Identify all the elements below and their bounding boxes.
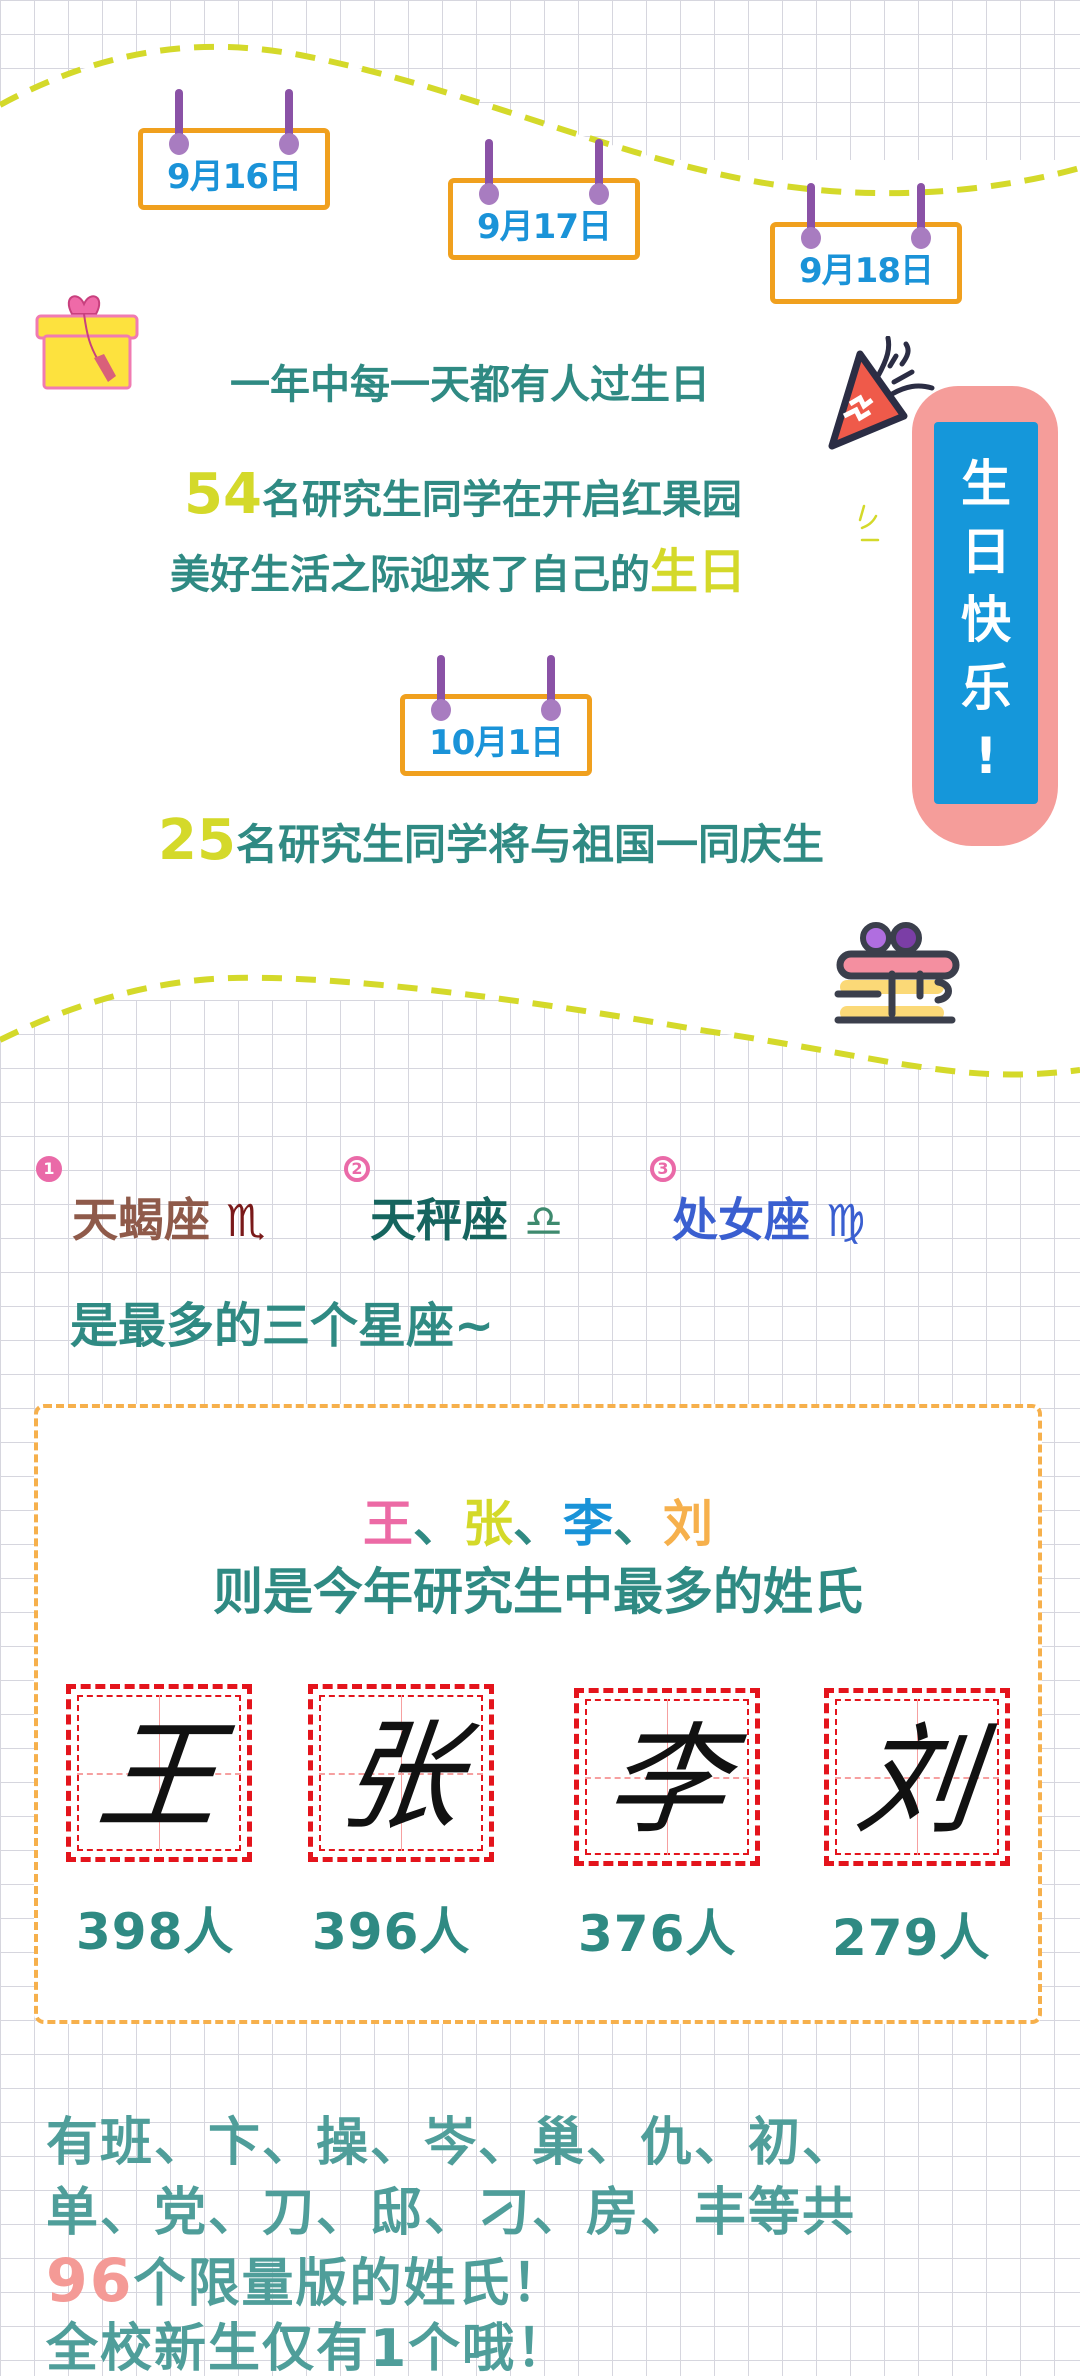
rare-line-3-text: 个限量版的姓氏！ [133,2254,566,2314]
calendar-ring [431,655,451,721]
happy-birthday-banner-inner: 生 日 快 乐 ! [934,422,1038,804]
zodiac-scorpio: 天蝎座 ♏ [72,1184,265,1250]
zodiac-summary: 是最多的三个星座~ [70,1298,495,1354]
rank-badge-3: 3 [650,1156,676,1182]
count-wang: 398人 [76,1903,235,1961]
calendar-date: 9月16日 [167,157,302,197]
sept-line-1: 54名研究生同学在开启红果园 [184,462,742,527]
separator: 、 [613,1495,663,1553]
surname-zhang: 张 [463,1495,513,1553]
zodiac-libra: 天秤座 ♎ [370,1184,563,1250]
calligraphy-char: 王 [91,1708,227,1847]
calligraphy-card-wang: 王 [66,1684,252,1862]
guide-line [585,1777,749,1779]
oct-line-text: 名研究生同学将与祖国一同庆生 [235,820,824,869]
calendar-ring [589,139,609,205]
sept-line-2-text: 美好生活之际迎来了自己的 [170,552,650,598]
headline-every-day: 一年中每一天都有人过生日 [230,362,710,408]
gift-icon [35,295,139,390]
calendar-date: 9月17日 [477,207,612,247]
sept-line-2: 美好生活之际迎来了自己的生日 [170,532,746,602]
calendar-date: 9月18日 [799,251,934,291]
happy-birthday-banner: 生 日 快 乐 ! [912,386,1058,846]
calendar-date: 10月1日 [429,723,564,763]
banner-char: ! [974,727,998,785]
count-zhang: 396人 [312,1903,471,1961]
calendar-card-sep18: 9月18日 [770,183,962,304]
surname-subtitle: 则是今年研究生中最多的姓氏 [213,1563,863,1621]
banner-char: 生 [961,455,1011,513]
rare-surnames-line-3: 96个限量版的姓氏！ [46,2246,566,2319]
calendar-ring [541,655,561,721]
calendar-ring [479,139,499,205]
calligraphy-char: 刘 [849,1712,985,1851]
calligraphy-card-liu: 刘 [824,1688,1010,1866]
rare-surnames-line-4: 全校新生仅有1个哦！ [46,2319,571,2376]
rank-badge-2: 2 [344,1156,370,1182]
separator: 、 [413,1495,463,1553]
oct-line: 25名研究生同学将与祖国一同庆生 [158,808,824,873]
sept-count: 54 [184,462,262,527]
zodiac-name: 天秤座 [370,1193,508,1247]
birthday-highlight: 生日 [650,544,747,600]
surname-wang: 王 [363,1495,413,1553]
banner-char: 乐 [961,659,1011,717]
surname-li: 李 [563,1495,613,1553]
calligraphy-card-zhang: 张 [308,1684,494,1862]
guide-line [835,1777,999,1779]
top-surnames-line: 王、张、李、刘 [38,1484,1038,1556]
surname-box: 王、张、李、刘 则是今年研究生中最多的姓氏 王 张 李 刘 398人 396人 … [34,1404,1042,2024]
calligraphy-card-li: 李 [574,1688,760,1866]
calligraphy-char: 张 [333,1708,469,1847]
middle-wave [0,960,1080,1078]
zodiac-virgo: 处女座 ♍ [672,1184,865,1250]
rare-surnames-line-2: 单、党、刀、邸、刁、房、丰等共 [46,2183,857,2243]
sparkle-icon [858,504,880,542]
rare-surnames-line-1: 有班、卞、操、岑、巢、仇、初、 [46,2113,857,2173]
zodiac-name: 处女座 [672,1193,810,1247]
surname-liu: 刘 [663,1495,713,1553]
calendar-ring [801,183,821,249]
oct-count: 25 [158,808,236,873]
calendar-ring [279,89,299,155]
scorpio-symbol-icon: ♏ [226,1196,266,1247]
calendar-card-sep16: 9月16日 [138,89,330,210]
calligraphy-char: 李 [599,1712,735,1851]
banner-char: 快 [961,591,1011,649]
calendar-ring [911,183,931,249]
calendar-ring [169,89,189,155]
count-li: 376人 [578,1905,737,1963]
party-popper-icon [828,336,935,450]
rare-count: 96 [46,2246,134,2316]
sept-line-1-text: 名研究生同学在开启红果园 [261,477,742,523]
banner-char: 日 [961,523,1011,581]
guide-line [319,1773,483,1775]
calendar-card-sep17: 9月17日 [448,139,640,260]
zodiac-name: 天蝎座 [72,1193,210,1247]
guide-line [77,1773,241,1775]
count-liu: 279人 [832,1909,991,1967]
calendar-card-oct1: 10月1日 [400,655,592,776]
separator: 、 [513,1495,563,1553]
cake-icon [834,922,960,1024]
libra-symbol-icon: ♎ [524,1196,564,1247]
virgo-symbol-icon: ♍ [826,1196,866,1247]
rank-badge-1: 1 [36,1156,62,1182]
